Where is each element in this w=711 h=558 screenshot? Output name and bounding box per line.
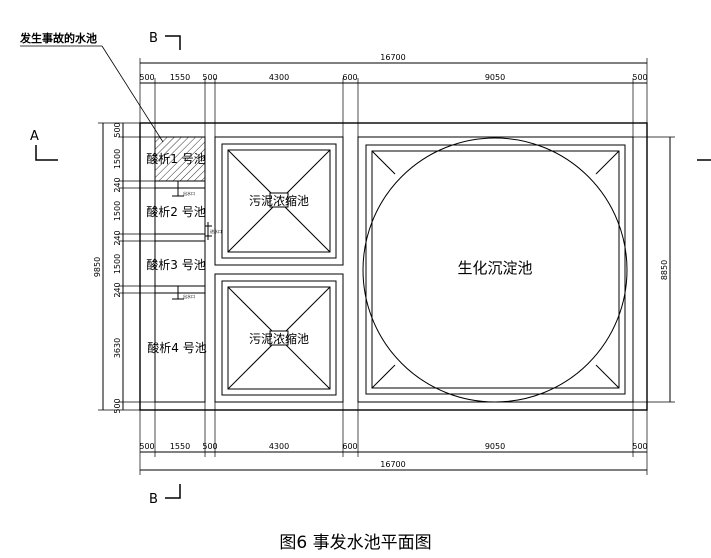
pipe-note: 出水口 bbox=[183, 293, 195, 299]
dim-left-overall: 9850 bbox=[93, 257, 102, 277]
tank-acid-4-label: 酸析4 号池 bbox=[147, 340, 206, 355]
pipe-note: 进水口 bbox=[210, 228, 222, 234]
dim-left-seg: 1500 bbox=[113, 254, 122, 274]
section-b-bottom: B bbox=[149, 492, 158, 507]
dim-left-seg: 500 bbox=[113, 122, 122, 137]
figure-caption: 图6 事发水池平面图 bbox=[279, 533, 432, 553]
dim-bottom-seg: 500 bbox=[202, 442, 217, 451]
dim-bottom-seg: 500 bbox=[632, 442, 647, 451]
dim-top-seg: 500 bbox=[139, 73, 154, 82]
dim-top-seg: 600 bbox=[342, 73, 357, 82]
sludge-bottom-outer bbox=[214, 273, 344, 403]
dim-left-seg: 1500 bbox=[113, 149, 122, 169]
dim-bottom-seg: 4300 bbox=[269, 442, 289, 451]
bio-tank-circle bbox=[362, 137, 628, 403]
dim-left-seg: 240 bbox=[113, 282, 122, 297]
dim-top-overall: 16700 bbox=[380, 53, 405, 62]
dim-top-seg: 4300 bbox=[269, 73, 289, 82]
tank-sludge-top-label: 污泥浓缩池 bbox=[249, 193, 309, 208]
tank-acid-1-label: 酸析1 号池 bbox=[146, 151, 205, 166]
dim-right-overall: 8850 bbox=[660, 260, 669, 280]
dim-left-seg: 500 bbox=[113, 398, 122, 413]
accident-tank-hatch bbox=[154, 136, 206, 182]
dim-left-seg: 240 bbox=[113, 177, 122, 192]
dim-bottom-seg: 600 bbox=[342, 442, 357, 451]
dim-left-seg: 240 bbox=[113, 230, 122, 245]
pipe-note: 出水口 bbox=[183, 190, 195, 196]
section-b-top: B bbox=[149, 31, 158, 46]
tank-acid-2-label: 酸析2 号池 bbox=[146, 204, 205, 219]
dim-bottom-seg: 1550 bbox=[170, 442, 190, 451]
dim-left-seg: 1500 bbox=[113, 201, 122, 221]
dim-bottom-seg: 500 bbox=[139, 442, 154, 451]
tank-bio-label: 生化沉淀池 bbox=[457, 259, 532, 277]
dim-top-seg: 1550 bbox=[170, 73, 190, 82]
tank-sludge-bottom-label: 污泥浓缩池 bbox=[249, 331, 309, 346]
dim-bottom-overall: 16700 bbox=[380, 460, 405, 469]
dim-top-seg: 9050 bbox=[485, 73, 505, 82]
dim-bottom-seg: 9050 bbox=[485, 442, 505, 451]
dim-top-seg: 500 bbox=[632, 73, 647, 82]
dim-top-seg: 500 bbox=[202, 73, 217, 82]
callout-label: 发生事故的水池 bbox=[19, 31, 97, 45]
dim-left-seg: 3630 bbox=[113, 338, 122, 358]
section-a-left: A bbox=[30, 129, 39, 144]
tank-acid-3-label: 酸析3 号池 bbox=[146, 257, 205, 272]
outer-wall bbox=[139, 122, 648, 411]
sludge-top-outer bbox=[214, 136, 344, 266]
